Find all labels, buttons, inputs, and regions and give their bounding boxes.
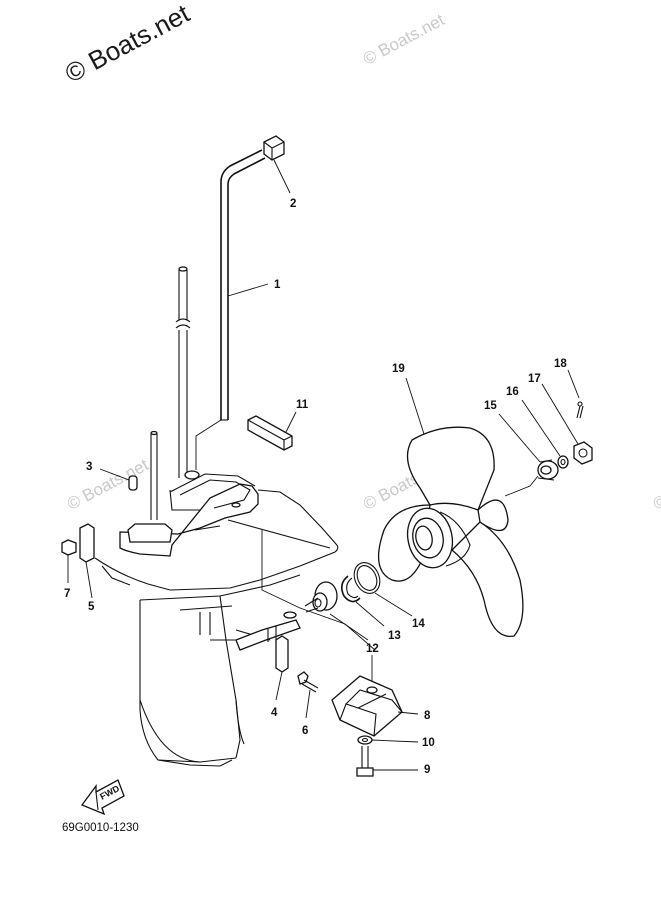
part-propeller-nut — [541, 383, 593, 465]
callout-10: 10 — [422, 737, 435, 749]
part-dowel-pin — [99, 468, 138, 491]
callout-12: 12 — [366, 643, 379, 655]
part-screw-6 — [297, 671, 319, 719]
callout-numbers: 1 2 3 4 5 6 7 8 9 10 11 12 13 14 15 16 1… — [64, 198, 567, 776]
part-lower-casing — [94, 470, 339, 767]
callout-17: 17 — [528, 373, 541, 385]
callout-7: 7 — [64, 588, 70, 600]
callout-2: 2 — [290, 198, 296, 210]
drawing-reference-number: 69G0010-1230 — [62, 822, 139, 834]
part-cotter-pin — [567, 369, 584, 419]
callout-15: 15 — [484, 400, 497, 412]
part-thrust-washer — [498, 413, 559, 481]
part-nut-7 — [61, 539, 77, 583]
part-washer — [521, 399, 569, 469]
callout-19: 19 — [392, 363, 405, 375]
callout-14: 14 — [412, 618, 425, 630]
callout-11: 11 — [296, 399, 309, 411]
callout-18: 18 — [554, 358, 567, 370]
alignment-lines — [195, 419, 539, 683]
part-water-tube — [220, 149, 266, 421]
part-impeller-housing — [304, 581, 369, 641]
part-anode — [331, 675, 419, 737]
callout-1: 1 — [274, 279, 281, 291]
callout-3: 3 — [86, 461, 92, 473]
fwd-arrow: FWD — [80, 779, 125, 816]
part-drive-shaft — [150, 266, 191, 520]
part-bolt-9 — [356, 746, 418, 777]
callout-8: 8 — [424, 710, 431, 722]
part-bracket — [79, 523, 95, 599]
callout-4: 4 — [271, 707, 278, 719]
part-propeller — [377, 377, 524, 637]
callout-6: 6 — [302, 725, 308, 737]
callout-16: 16 — [506, 386, 519, 398]
callout-5: 5 — [88, 601, 95, 613]
callout-9: 9 — [424, 764, 430, 776]
part-grommet — [263, 135, 291, 194]
part-washer-10 — [357, 735, 419, 745]
part-shift-plate — [275, 635, 289, 701]
part-o-ring — [353, 562, 413, 617]
leader-1 — [227, 283, 269, 297]
callout-13: 13 — [388, 630, 401, 642]
part-snap-ring — [340, 575, 385, 627]
part-cover-plate — [247, 411, 297, 451]
